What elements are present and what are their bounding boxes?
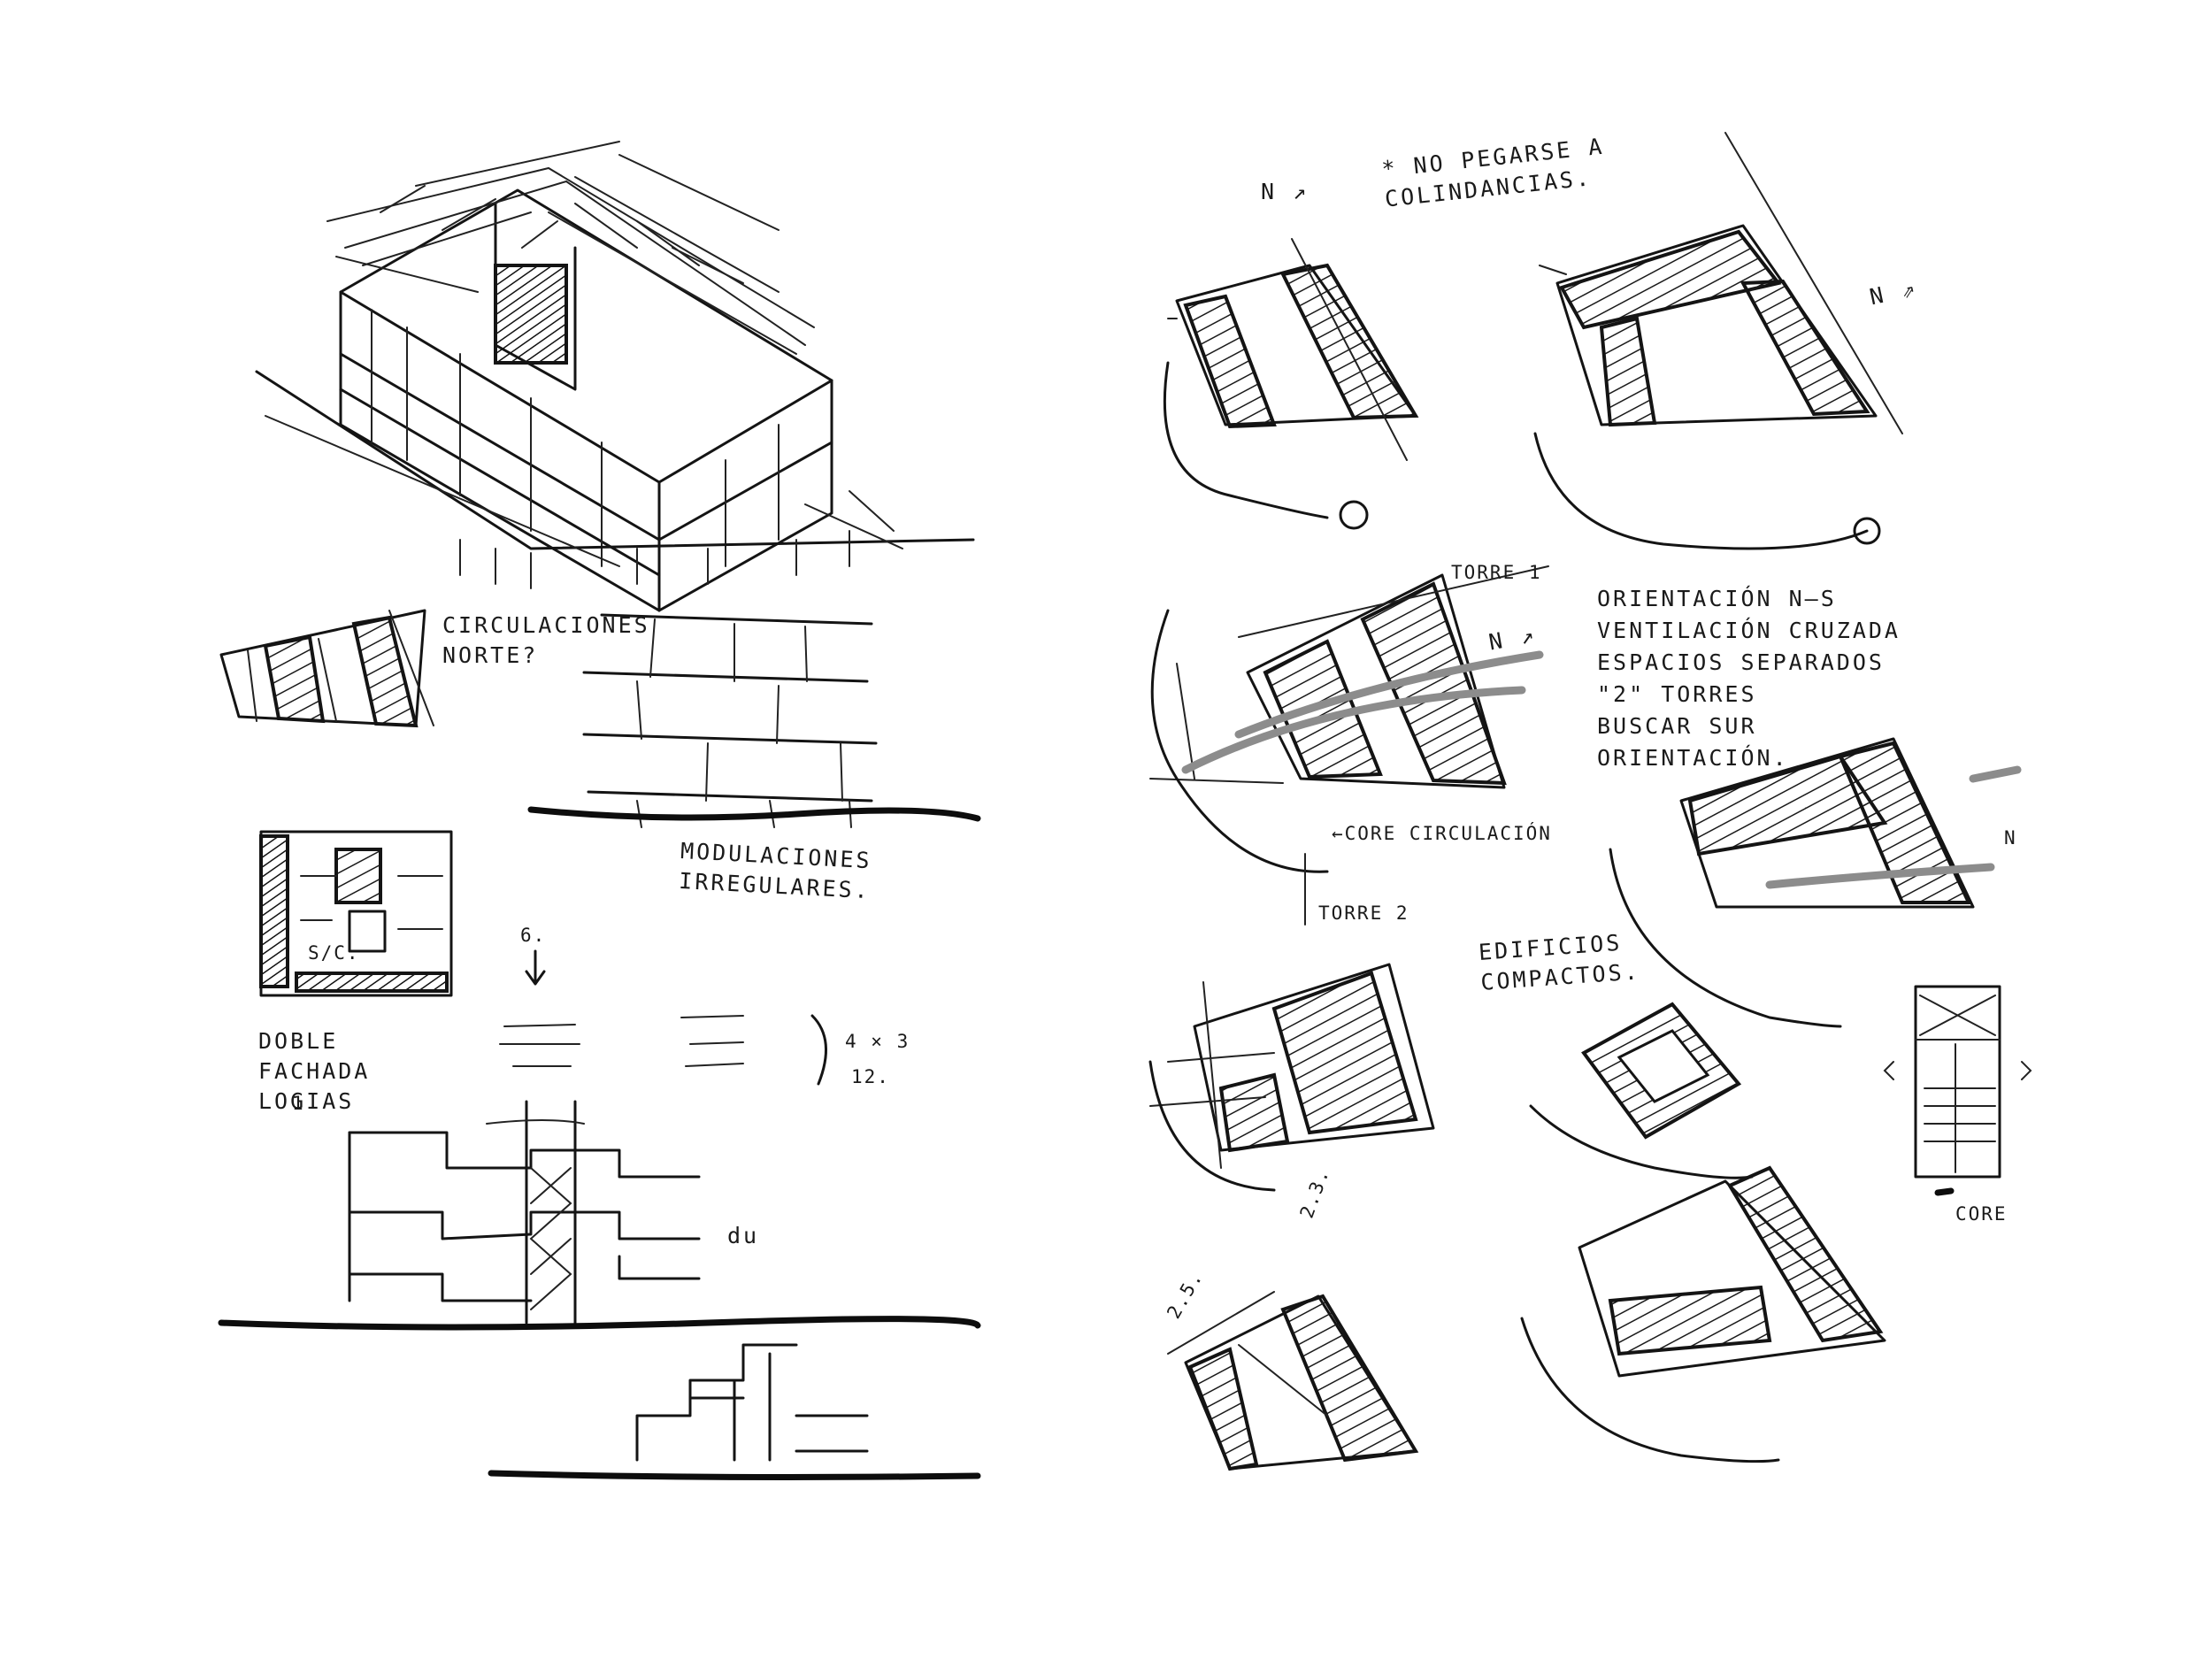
plan-sketch xyxy=(259,830,453,997)
label-formula: 4 × 3 xyxy=(845,1031,910,1052)
stair-core-sketch xyxy=(1883,985,2032,1196)
label-modulaciones: MODULACIONES IRREGULARES. xyxy=(678,837,873,904)
lower-section-sketch xyxy=(488,1343,981,1480)
label-one: 1 xyxy=(292,1093,305,1114)
oriented-plan-sketch xyxy=(1609,737,2022,1028)
circulation-sketch xyxy=(219,609,434,728)
label-north-1: N ↗ xyxy=(1261,179,1310,204)
label-buscar-sur: BUSCAR SUR xyxy=(1597,713,1757,739)
section-marks xyxy=(499,1014,827,1086)
label-torres: "2" TORRES xyxy=(1597,681,1757,707)
site-plan-sketch-4 xyxy=(1520,1165,1886,1463)
section-sketch xyxy=(218,1100,981,1331)
label-sc: S/C. xyxy=(308,942,360,964)
towers-diagram xyxy=(1149,565,1549,926)
label-doble-fachada: DOBLE FACHADA LOGIAS xyxy=(258,1028,371,1114)
site-plan-sketch-2 xyxy=(1533,132,1903,550)
label-orientacion-2: ORIENTACIÓN. xyxy=(1597,745,1789,771)
label-ventilacion: VENTILACIÓN CRUZADA xyxy=(1597,618,1901,643)
label-six: 6. xyxy=(520,925,547,946)
label-core: CORE xyxy=(1955,1203,2008,1225)
label-orientacion: ORIENTACIÓN N–S xyxy=(1597,586,1837,611)
label-torre-1: TORRE 1 xyxy=(1451,562,1542,583)
label-north-4: N xyxy=(2004,827,2017,849)
label-espacios: ESPACIOS SEPARADOS xyxy=(1597,649,1885,675)
axonometric-building-sketch xyxy=(255,141,975,612)
label-torre-2: TORRE 2 xyxy=(1318,902,1409,924)
down-arrow xyxy=(525,949,546,986)
label-total: 12. xyxy=(851,1066,890,1087)
compact-building-sketch xyxy=(1148,963,1435,1192)
label-du: du xyxy=(727,1223,760,1248)
site-plan-sketch-3 xyxy=(1167,1291,1419,1471)
label-edificios-compactos: EDIFICIOS COMPACTOS. xyxy=(1478,929,1641,995)
label-core-circulacion: ←CORE CIRCULACIÓN xyxy=(1332,823,1552,844)
courtyard-sketch xyxy=(1529,1002,1754,1179)
site-plan-sketch-1 xyxy=(1163,238,1419,530)
modulation-sketch xyxy=(527,613,981,828)
label-circulaciones: CIRCULACIONES NORTE? xyxy=(442,612,650,668)
